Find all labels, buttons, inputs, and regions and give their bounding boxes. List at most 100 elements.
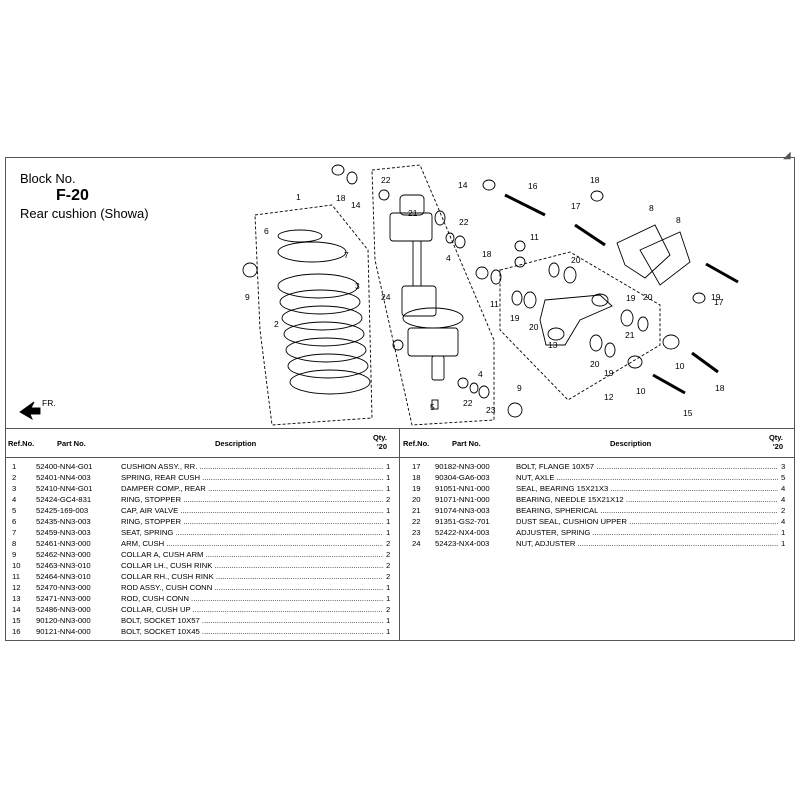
callout-number: 19 <box>604 368 614 378</box>
part-no: 52464-NN3-010 <box>36 572 91 581</box>
callout-number: 19 <box>510 313 520 323</box>
bolt-17-lower <box>691 351 719 374</box>
part-no: 90182-NN3-000 <box>435 462 490 471</box>
part-no: 91051-NN1-000 <box>435 484 490 493</box>
quantity: 4 <box>780 483 786 494</box>
ref-no: 18 <box>412 473 421 482</box>
description: BEARING, SPHERICAL <box>516 505 778 516</box>
ref-no: 12 <box>12 583 21 592</box>
quantity: 1 <box>385 615 391 626</box>
description: RING, STOPPER <box>121 494 383 505</box>
ref-no: 10 <box>12 561 21 570</box>
part-no: 91074-NN3-003 <box>435 506 490 515</box>
part-no: 52422-NX4-003 <box>435 528 490 537</box>
part-no: 52486-NN3-000 <box>36 605 91 614</box>
description: DUST SEAL, CUSHION UPPER <box>516 516 778 527</box>
callout-number: 23 <box>486 405 496 415</box>
part-no: 90304-GA6-003 <box>435 473 490 482</box>
ref-no: 4 <box>12 495 17 504</box>
quantity: 2 <box>780 505 786 516</box>
description: COLLAR A, CUSH ARM <box>121 549 383 560</box>
part-no: 52425-169-003 <box>36 506 89 515</box>
ref-no: 7 <box>12 528 17 537</box>
part-no: 52462-NN3-000 <box>36 550 91 559</box>
description: CAP, AIR VALVE <box>121 505 383 516</box>
part-no: 52410-NN4-G01 <box>36 484 93 493</box>
callout-number: 18 <box>336 193 346 203</box>
callout-number: 1 <box>296 192 301 202</box>
ref-no: 13 <box>12 594 21 603</box>
ref-no: 22 <box>412 517 421 526</box>
callout-number: 8 <box>649 203 654 213</box>
small-hardware <box>242 164 706 418</box>
callout-number: 19 <box>626 293 636 303</box>
part-no: 90120-NN3-000 <box>36 616 91 625</box>
callout-labels: 1234456788991010111112131414151617171818… <box>245 175 725 418</box>
quantity: 1 <box>385 626 391 637</box>
callout-number: 18 <box>482 249 492 259</box>
callout-number: 18 <box>715 383 725 393</box>
callout-number: 8 <box>676 215 681 225</box>
description: COLLAR RH., CUSH RINK <box>121 571 383 582</box>
callout-number: 21 <box>408 208 418 218</box>
rod-group-outline <box>499 251 661 401</box>
ref-no: 5 <box>12 506 17 515</box>
callout-number: 9 <box>245 292 250 302</box>
part-no: 52459-NN3-003 <box>36 528 91 537</box>
callout-number: 2 <box>274 319 279 329</box>
header-ref: Ref.No. <box>403 439 430 448</box>
ref-no: 24 <box>412 539 421 548</box>
callout-number: 18 <box>590 175 600 185</box>
quantity: 4 <box>780 516 786 527</box>
part-no: 52423-NX4-003 <box>435 539 490 548</box>
spring-group-outline <box>254 204 373 426</box>
description: DAMPER COMP., REAR <box>121 483 383 494</box>
callout-number: 21 <box>625 330 635 340</box>
quantity: 2 <box>385 571 391 582</box>
description: BOLT, SOCKET 10X57 <box>121 615 383 626</box>
quantity: 1 <box>385 593 391 604</box>
exploded-parts-diagram: FR. 123445678899101011111213141415161717… <box>19 164 739 426</box>
ref-no: 8 <box>12 539 17 548</box>
corner-mark: ◢ <box>783 150 791 161</box>
callout-number: 3 <box>355 281 360 291</box>
part-no: 91071-NN1-000 <box>435 495 490 504</box>
callout-number: 20 <box>571 255 581 265</box>
block-label: Block No. <box>20 171 76 186</box>
ref-no: 1 <box>12 462 17 471</box>
stopper-ring <box>277 229 323 243</box>
description: COLLAR LH., CUSH RINK <box>121 560 383 571</box>
quantity: 5 <box>780 472 786 483</box>
description: NUT, ADJUSTER <box>516 538 778 549</box>
description: SEAT, SPRING <box>121 527 383 538</box>
part-no: 90121-NN4-000 <box>36 627 91 636</box>
quantity: 2 <box>385 560 391 571</box>
ref-no: 3 <box>12 484 17 493</box>
callout-number: 17 <box>714 297 724 307</box>
quantity: 3 <box>780 461 786 472</box>
quantity: 1 <box>385 483 391 494</box>
ref-no: 19 <box>412 484 421 493</box>
callout-number: 20 <box>590 359 600 369</box>
quantity: 2 <box>385 549 391 560</box>
callout-number: 22 <box>463 398 473 408</box>
quantity: 2 <box>385 538 391 549</box>
quantity: 1 <box>780 527 786 538</box>
quantity: 1 <box>385 505 391 516</box>
part-no: 52424-GC4-831 <box>36 495 92 504</box>
header-part: Part No. <box>57 439 86 448</box>
